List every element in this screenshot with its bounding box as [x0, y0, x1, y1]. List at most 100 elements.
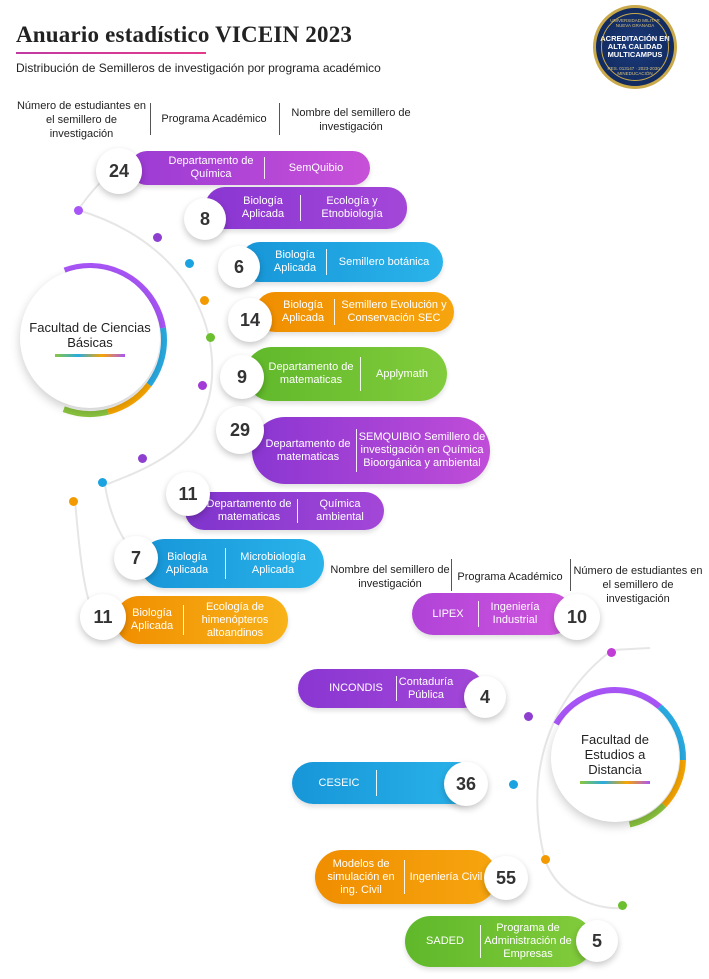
student-count: 7 [114, 536, 158, 580]
seedbed-name: Semillero Evolución y Conservación SEC [341, 299, 447, 324]
seedbed-name: INCONDIS [329, 682, 383, 694]
program-label: Ingeniería Civil [409, 870, 483, 883]
header-right-students: Número de estudiantes en el semillero de… [573, 565, 703, 605]
connector-dot [69, 497, 78, 506]
header-right-divider-2 [570, 559, 571, 591]
student-count: 6 [218, 246, 260, 288]
program-label: Ingeniería Industrial [490, 601, 540, 626]
seedbed-name: Modelos de simulación en ing. Civil [327, 857, 395, 896]
row-divider [356, 429, 357, 472]
row-divider [478, 600, 479, 628]
seedbed-row: Biología Aplicada Semillero botánica [240, 242, 443, 282]
row-divider [360, 356, 361, 392]
page-title: Anuario estadístico VICEIN 2023 [16, 22, 353, 47]
program-label: Biología Aplicada [241, 195, 285, 220]
connector-dot [153, 233, 162, 242]
connector-dot [524, 712, 533, 721]
seedbed-row: Modelos de simulación en ing. Civil Inge… [315, 850, 497, 904]
student-count: 4 [464, 676, 506, 718]
program-label: Biología Aplicada [130, 607, 174, 632]
header-right-divider-1 [451, 559, 452, 591]
header-left-students: Número de estudiantes en el semillero de… [16, 100, 147, 140]
header-left-divider-2 [279, 103, 280, 135]
connector-dot [74, 206, 83, 215]
faculty-label-right: Facultad de Estudios a Distancia [581, 732, 649, 777]
row-divider [264, 157, 265, 179]
program-label: Biología Aplicada [165, 550, 209, 576]
row-divider [480, 925, 481, 958]
header-left-program: Programa Académico [161, 113, 267, 125]
seedbed-row: Biología Aplicada Ecología de himenópter… [115, 596, 288, 644]
seedbed-name: Ecología de himenópteros altoandinos [201, 600, 269, 639]
connector-dot [98, 478, 107, 487]
connector-dot [618, 901, 627, 910]
header-right-name: Nombre del semillero de investigación [330, 564, 450, 590]
program-label: Biología Aplicada [273, 249, 317, 274]
program-label: Contaduría Pública [398, 675, 454, 701]
program-label: Biología Aplicada [281, 299, 325, 324]
seedbed-name: CESEIC [318, 776, 360, 789]
header-left-name: Nombre del semillero de investigación [291, 107, 411, 133]
row-divider [396, 676, 397, 701]
seedbed-row: Departamento de matematicas Applymath [245, 347, 447, 401]
seedbed-name: SADED [426, 935, 464, 947]
student-count: 8 [184, 198, 226, 240]
row-divider [404, 859, 405, 895]
row-divider [297, 498, 298, 524]
seedbed-row: Biología Aplicada Ecología y Etnobiologí… [205, 187, 407, 229]
student-count: 11 [80, 594, 126, 640]
row-divider [326, 249, 327, 275]
seal-bottom-text: RES. 013147 · 2023-2030 · MINEDUCACIÓN [607, 66, 663, 76]
connector-dot [200, 296, 209, 305]
program-label: Departamento de matematicas [265, 437, 351, 463]
seedbed-row: LIPEX Ingeniería Industrial [412, 593, 572, 635]
seedbed-row: Biología Aplicada Microbiología Aplicada [140, 539, 324, 588]
row-divider [225, 547, 226, 580]
student-count: 9 [220, 355, 264, 399]
connector-dot [206, 333, 215, 342]
connector-dot [541, 855, 550, 864]
program-label: Programa de Administración de Empresas [484, 922, 572, 960]
student-count: 14 [228, 298, 272, 342]
faculty-circle-estudios-distancia: Facultad de Estudios a Distancia [551, 694, 679, 822]
seedbed-row: Biología Aplicada Semillero Evolución y … [255, 292, 454, 332]
student-count: 36 [444, 762, 488, 806]
row-divider [183, 604, 184, 636]
connector-dot [198, 381, 207, 390]
seedbed-name: SEMQUIBIO Semillero de investigación en … [358, 431, 486, 469]
row-divider [334, 299, 335, 325]
seedbed-row: Departamento de matematicas SEMQUIBIO Se… [252, 417, 490, 484]
seedbed-name: Microbiología Aplicada [240, 550, 306, 576]
page-subtitle: Distribución de Semilleros de investigac… [16, 61, 381, 75]
seedbed-name: Ecología y Etnobiología [321, 195, 383, 220]
faculty-label-left: Facultad de Ciencias Básicas [29, 319, 151, 350]
seedbed-row: Departamento de Química SemQuibio [130, 151, 370, 185]
seedbed-name: Semillero botánica [338, 255, 430, 268]
student-count: 5 [576, 920, 618, 962]
seedbed-row: Departamento de matematicas Química ambi… [185, 492, 384, 530]
connector-dot [138, 454, 147, 463]
program-label [378, 762, 448, 804]
seedbed-name: SemQuibio [288, 161, 344, 174]
student-count: 10 [554, 594, 600, 640]
connector-dot [509, 780, 518, 789]
student-count: 24 [96, 148, 142, 194]
connector-dot [607, 648, 616, 657]
program-label: Departamento de Química [168, 155, 254, 180]
seedbed-name: Applymath [376, 367, 428, 380]
seedbed-name: Química ambiental [316, 498, 364, 523]
seal-top-text: UNIVERSIDAD MILITAR NUEVA GRANADA [610, 18, 660, 28]
seedbed-row: SADED Programa de Administración de Empr… [405, 916, 593, 967]
connector-dot [185, 259, 194, 268]
program-label: Departamento de matematicas [268, 361, 354, 386]
student-count: 55 [484, 856, 528, 900]
student-count: 29 [216, 406, 264, 454]
faculty-color-bar [580, 781, 650, 784]
seedbed-name: LIPEX [432, 607, 464, 620]
row-divider [376, 769, 377, 797]
header-right-program: Programa Académico [457, 571, 563, 583]
seedbed-row: INCONDIS Contaduría Pública [298, 669, 483, 708]
seal-ring [601, 13, 669, 81]
faculty-circle-ciencias-basicas: Facultad de Ciencias Básicas [20, 268, 160, 408]
